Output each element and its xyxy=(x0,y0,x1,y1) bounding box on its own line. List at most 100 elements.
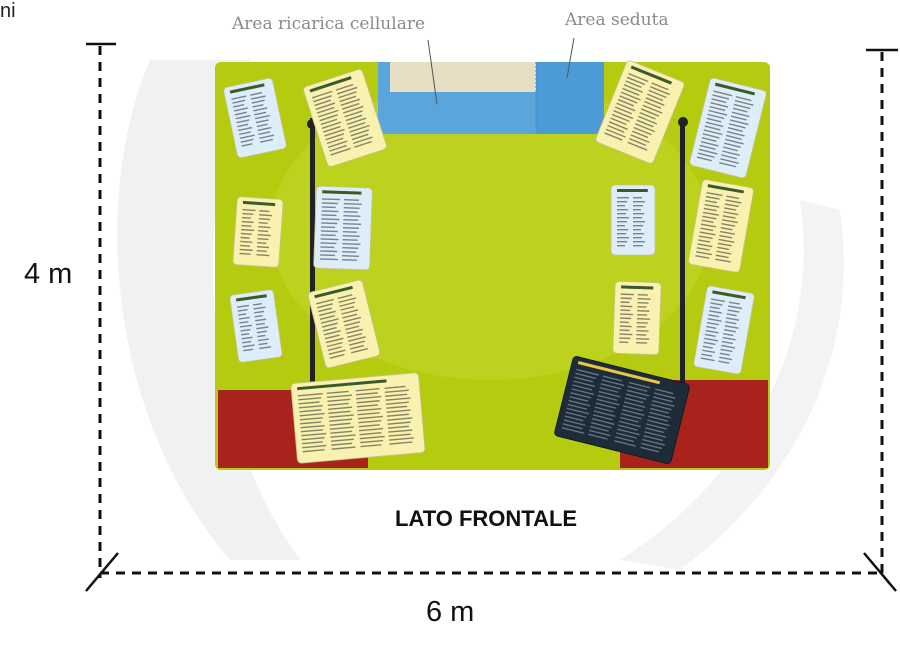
panel-text-line xyxy=(704,337,719,342)
panel-text-line xyxy=(356,395,382,400)
panel-text-line xyxy=(633,213,644,215)
panel-text-line xyxy=(351,133,369,141)
panel-text-line xyxy=(341,258,357,261)
panel-text-line xyxy=(574,376,594,383)
panel-text-line xyxy=(255,114,270,120)
background-swoosh xyxy=(620,200,844,570)
depth-label: 4 m xyxy=(24,258,73,290)
panel-text-line xyxy=(323,125,341,133)
panel-text-line xyxy=(621,409,645,416)
panel-text-line xyxy=(600,383,622,390)
panel-text-line xyxy=(329,144,347,152)
panel-text-line xyxy=(570,392,592,399)
panel-text-line xyxy=(637,298,651,300)
panel-text-line xyxy=(342,230,357,233)
panel-text-line xyxy=(321,222,338,225)
panel-text-line xyxy=(619,341,629,344)
panel-text-line xyxy=(620,91,641,101)
panel-text-line xyxy=(724,203,739,208)
panel-text-line xyxy=(698,235,713,240)
panel-text-line xyxy=(633,225,643,227)
info-panel xyxy=(223,77,287,159)
panel-text-line xyxy=(320,246,335,249)
panel-text-line xyxy=(633,233,644,235)
panel-text-line xyxy=(342,246,359,249)
panel-text-line xyxy=(256,123,268,128)
panel-text-line xyxy=(599,386,619,393)
panel-heading-line xyxy=(322,190,362,195)
panel-text-line xyxy=(628,72,649,83)
charging-area-label: Area ricarica cellulare xyxy=(232,14,426,34)
panel-text-line xyxy=(328,349,346,355)
panel-text-line xyxy=(708,109,728,116)
panel-text-line xyxy=(256,330,267,334)
info-panel xyxy=(688,179,754,273)
info-panel xyxy=(610,184,656,256)
panel-text-line xyxy=(701,136,717,142)
panel-text-line xyxy=(617,225,625,227)
panel-text-line xyxy=(387,425,409,429)
panel-text-line xyxy=(242,212,254,216)
panel-text-line xyxy=(343,105,364,114)
panel-text-line xyxy=(721,223,736,227)
panel-text-line xyxy=(350,344,364,350)
pole-right xyxy=(680,118,685,383)
panel-text-line xyxy=(633,205,643,207)
panel-text-line xyxy=(256,249,267,253)
panel-text-line xyxy=(613,110,634,120)
panel-text-line xyxy=(720,348,733,353)
panel-text-line xyxy=(327,398,351,402)
panel-text-line xyxy=(588,429,611,437)
panel-text-line xyxy=(255,119,269,124)
panel-text-line xyxy=(240,328,251,332)
panel-text-line xyxy=(259,214,273,217)
panel-text-line xyxy=(704,203,720,208)
panel-text-line xyxy=(589,425,609,432)
panel-text-line xyxy=(617,221,627,223)
panel-text-line xyxy=(253,306,266,310)
panel-text-line xyxy=(355,392,378,396)
panel-text-line xyxy=(734,99,754,106)
panel-text-line xyxy=(358,419,382,424)
panel-text-line xyxy=(300,421,322,425)
panel-text-line xyxy=(640,108,660,117)
panel-text-line xyxy=(564,415,584,422)
panel-text-line xyxy=(722,150,740,157)
panel-text-line xyxy=(322,326,337,332)
panel-text-line xyxy=(342,238,358,241)
panel-text-line xyxy=(562,423,583,430)
panel-text-line xyxy=(729,119,749,126)
panel-text-line xyxy=(707,318,722,322)
panel-text-line xyxy=(346,328,364,335)
info-panel-board xyxy=(232,196,284,268)
panel-text-line xyxy=(696,156,712,162)
panel-text-line xyxy=(715,258,732,263)
panel-text-line xyxy=(699,231,716,236)
panel-text-line xyxy=(258,230,269,233)
panel-text-line xyxy=(320,242,337,245)
panel-text-line xyxy=(718,238,735,243)
panel-text-line xyxy=(637,306,647,308)
panel-text-line xyxy=(636,329,649,332)
panel-text-line xyxy=(626,76,645,86)
panel-text-line xyxy=(240,236,250,239)
panel-text-line xyxy=(329,418,353,422)
info-panel-board xyxy=(229,289,283,363)
panel-text-line xyxy=(720,158,739,165)
panel-text-line xyxy=(637,294,648,296)
panel-text-line xyxy=(388,437,415,441)
panel-text-line xyxy=(575,372,597,380)
panel-text-line xyxy=(320,318,339,324)
panel-text-line xyxy=(617,245,625,247)
panel-text-line xyxy=(254,111,267,116)
panel-text-line xyxy=(601,379,625,387)
panel-text-line xyxy=(236,119,250,124)
panel-text-line xyxy=(338,91,357,99)
panel-text-line xyxy=(642,104,663,114)
panel-text-line xyxy=(359,427,384,432)
panel-text-line xyxy=(636,318,650,320)
panel-text-line xyxy=(237,309,248,312)
bottom-right-tick xyxy=(863,552,897,592)
panel-text-line xyxy=(633,126,652,136)
